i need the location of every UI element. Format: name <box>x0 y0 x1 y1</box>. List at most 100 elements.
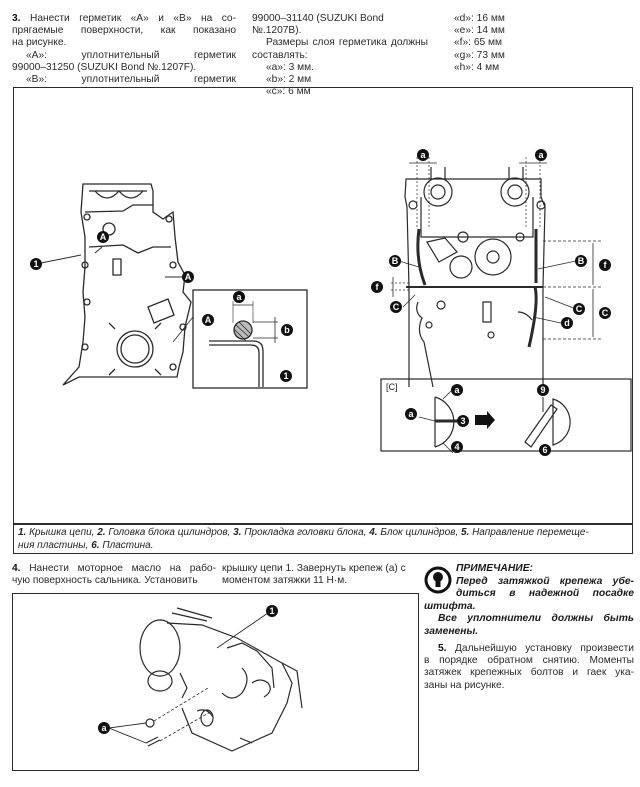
note-line1: Перед затяжкой крепежа убе- <box>456 575 634 587</box>
note-block: ПРИМЕЧАНИЕ: Перед затяжкой крепежа убе- … <box>424 563 634 639</box>
callout-a-right: a <box>535 149 547 161</box>
note-line4: Все уплотнители должны быть <box>438 613 634 625</box>
step5-line3: затяжек крепежных болтов и гаек ука- <box>424 667 634 679</box>
sealant-bead-detail <box>172 289 308 389</box>
callout-h: f <box>371 281 383 293</box>
callout-a-detail-c-left: a <box>405 408 417 420</box>
timing-chain-cover-drawing <box>40 183 192 386</box>
callout-a-left: a <box>417 149 429 161</box>
svg-text:a: a <box>420 150 426 160</box>
svg-text:a: a <box>454 385 460 395</box>
callout-b-detail: b <box>281 324 293 336</box>
callout-1-cover: 1 <box>30 258 42 270</box>
step4-line2: чую поверхность сальника. Установить <box>12 575 198 587</box>
callout-3: 3 <box>457 415 469 427</box>
step4-column2: крышку цепи 1. Завернуть крепеж (а) с мо… <box>222 563 422 587</box>
callout-f: f <box>599 259 611 271</box>
callout-C-left: C <box>390 301 402 313</box>
figure2-illustration: 1 a <box>98 605 303 752</box>
svg-text:6: 6 <box>542 445 547 455</box>
callout-B-left: B <box>389 255 401 267</box>
svg-text:C: C <box>393 302 400 312</box>
note-title: ПРИМЕЧАНИЕ: <box>456 563 533 574</box>
caption-line2: ния пластины, 6. Пластина. <box>18 539 154 551</box>
svg-text:A: A <box>205 315 212 325</box>
svg-text:A: A <box>185 272 192 282</box>
figure1-caption-divider <box>13 523 633 525</box>
step3-number: 3. <box>12 13 21 24</box>
note-line2: диться в надежной посадке <box>456 588 634 600</box>
dim-f: «f»: 65 мм <box>454 37 502 49</box>
dim-b: «b»: 2 мм <box>266 74 312 86</box>
callout-1-detail: 1 <box>280 370 292 382</box>
step3-sealant-a-part: 99000–31250 (SUZUKI Bond №.1207F). <box>12 61 197 73</box>
callout-a-detail: a <box>233 291 245 303</box>
figure1-illustration: [C] 1 A A a A b 1 a a B B f C f C C d a … <box>30 149 632 456</box>
callout-d: d <box>561 317 573 329</box>
svg-text:f: f <box>604 260 608 270</box>
step5-line2: в порядке обратном снятию. Моменты <box>424 655 634 667</box>
svg-text:A: A <box>100 232 107 242</box>
svg-text:C: C <box>602 308 609 318</box>
callout-A-detail: A <box>202 314 214 326</box>
svg-text:1: 1 <box>33 259 38 269</box>
step3-sealant-a-label: «А»: уплотнительный герметик <box>26 49 236 61</box>
dim-d: «d»: 16 мм <box>454 13 505 24</box>
step4-line1: 4. Нанести моторное масло на рабо- <box>12 563 216 574</box>
step4-line4: моментом затяжки 11 Н·м. <box>222 575 348 587</box>
callout-A-right: A <box>182 271 194 283</box>
step5-line4: заны на рисунке. <box>424 679 505 691</box>
svg-text:B: B <box>392 256 399 266</box>
step3-line2: прягаемые поверхности, как показано <box>12 25 236 37</box>
note-line3: штифта. <box>424 600 476 612</box>
callout-B-right: B <box>575 255 587 267</box>
arrow-icon <box>475 411 495 429</box>
dim-c: «c»: 6 мм <box>266 86 311 98</box>
step5-line1: 5. Дальнейшую установку произвести <box>438 643 634 654</box>
svg-text:3: 3 <box>460 416 465 426</box>
callout-1-fig2: 1 <box>266 605 278 617</box>
step3-dimensions-intro: Размеры слоя герметика должны <box>266 37 428 49</box>
step3-dimensions-intro-2: составлять: <box>252 49 308 61</box>
dim-a: «a»: 3 мм. <box>266 61 314 73</box>
note-line5: заменены. <box>424 625 479 637</box>
dim-g: «g»: 73 мм <box>454 49 505 61</box>
callout-C-right: C <box>573 303 585 315</box>
step3-sealant-b-label: «В»: уплотнительный герметик <box>26 74 236 86</box>
svg-text:1: 1 <box>283 371 288 381</box>
step3-line1: 3. Нанести герметик «А» и «В» на со- <box>12 13 236 24</box>
svg-text:4: 4 <box>454 442 459 452</box>
caption-line1: 1. Крышка цепи, 2. Головка блока цилиндр… <box>18 527 589 538</box>
detail-c-label: [C] <box>386 382 398 392</box>
svg-text:B: B <box>578 256 585 266</box>
svg-text:f: f <box>376 282 380 292</box>
callout-9: 9 <box>537 384 549 396</box>
svg-text:a: a <box>408 409 414 419</box>
step3-column3: «d»: 16 мм «e»: 14 мм «f»: 65 мм «g»: 73… <box>454 13 554 74</box>
dim-e: «e»: 14 мм <box>454 25 505 37</box>
svg-text:a: a <box>538 150 544 160</box>
callout-a-detail-c-top: a <box>451 384 463 396</box>
callout-A-left: A <box>97 231 109 243</box>
svg-text:b: b <box>284 325 290 335</box>
callout-6: 6 <box>539 444 551 456</box>
svg-text:1: 1 <box>269 606 274 616</box>
step3-column2: 99000–31140 (SUZUKI Bond №.1207B). Разме… <box>252 13 428 98</box>
svg-text:9: 9 <box>540 385 545 395</box>
svg-text:C: C <box>576 304 583 314</box>
step4-column1: 4. Нанести моторное масло на рабо- чую п… <box>12 563 216 587</box>
step3-line3: на рисунке. <box>12 37 67 49</box>
svg-text:a: a <box>101 723 107 733</box>
svg-text:a: a <box>236 292 242 302</box>
detail-c-drawing <box>380 378 632 454</box>
dim-h: «h»: 4 мм <box>454 61 500 73</box>
step3-column1: 3. Нанести герметик «А» и «В» на со- пря… <box>12 13 236 86</box>
step4-line3: крышку цепи 1. Завернуть крепеж (а) с <box>222 563 406 574</box>
lightbulb-icon <box>424 566 452 594</box>
svg-text:d: d <box>564 318 570 328</box>
cylinder-head-drawing <box>391 157 603 388</box>
engine-front-drawing <box>108 607 303 752</box>
callout-C-dim: C <box>599 307 611 319</box>
figure1-frame <box>13 87 633 554</box>
figure2-frame <box>12 593 419 771</box>
